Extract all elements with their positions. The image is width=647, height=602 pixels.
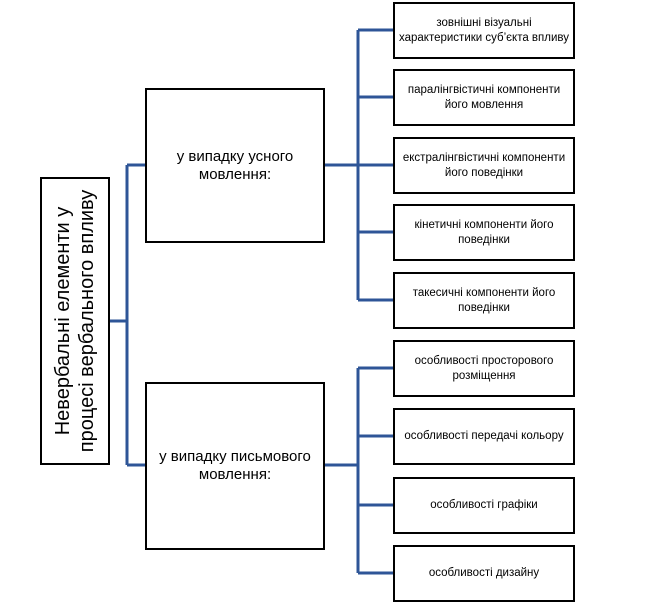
leaf-oral-2: паралінгвістичні компоненти його мовленн… xyxy=(393,69,575,126)
root-node: Невербальні елементи у процесі вербально… xyxy=(40,177,110,465)
leaf-written-1: особливості просторового розміщення xyxy=(393,340,575,397)
leaf-label: екстралінгвістичні компоненти його повед… xyxy=(402,151,566,179)
branch-written-label: у випадку письмового мовлення: xyxy=(159,448,311,483)
leaf-label: кінетичні компоненти його поведінки xyxy=(414,218,554,246)
leaf-label: паралінгвістичні компоненти його мовленн… xyxy=(407,83,561,111)
leaf-oral-5: такесичні компоненти його поведінки xyxy=(393,272,575,329)
branch-oral-label: у випадку усного мовлення: xyxy=(176,147,294,183)
root-label-line-1: Невербальні елементи у xyxy=(52,206,75,436)
branch-oral-speech: у випадку усного мовлення: xyxy=(145,88,325,243)
leaf-written-3: особливості графіки xyxy=(393,477,575,534)
leaf-oral-1: зовнішні візуальні характеристики суб’єк… xyxy=(393,2,575,59)
leaf-label: особливості передачі кольору xyxy=(404,430,564,442)
root-label: Невербальні елементи у процесі вербально… xyxy=(51,190,99,452)
leaf-label: зовнішні візуальні характеристики суб’єк… xyxy=(398,16,570,44)
leaf-label: такесичні компоненти його поведінки xyxy=(412,286,556,314)
leaf-label: особливості дизайну xyxy=(428,567,540,579)
root-label-line-2: процесі вербального впливу xyxy=(76,189,99,453)
leaf-written-2: особливості передачі кольору xyxy=(393,408,575,465)
leaf-label: особливості графіки xyxy=(430,499,538,511)
leaf-oral-4: кінетичні компоненти його поведінки xyxy=(393,204,575,261)
leaf-written-4: особливості дизайну xyxy=(393,545,575,602)
leaf-label: особливості просторового розміщення xyxy=(414,354,554,382)
branch-written-speech: у випадку письмового мовлення: xyxy=(145,382,325,550)
leaf-oral-3: екстралінгвістичні компоненти його повед… xyxy=(393,137,575,194)
